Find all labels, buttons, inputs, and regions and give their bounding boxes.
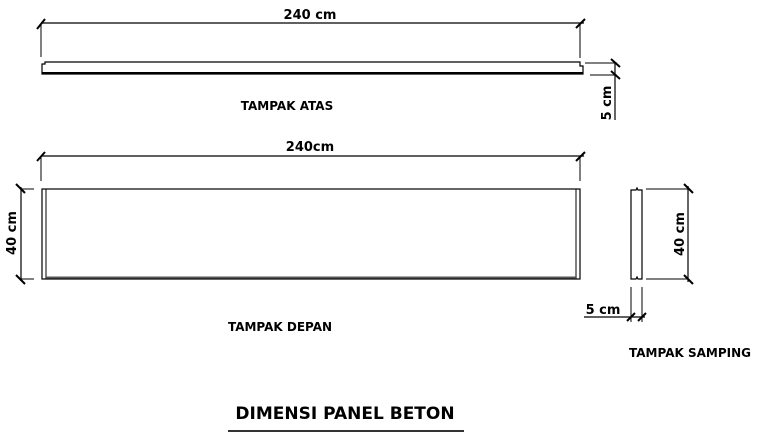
top-tick-left-icon [36, 18, 46, 30]
top-view [36, 18, 621, 120]
side-height-tick-lower-icon [683, 274, 694, 285]
side-panel-outline [630, 186, 643, 280]
top-length-label: 240 cm [284, 8, 337, 23]
front-panel-outline [41, 188, 581, 280]
side-height-tick-upper-icon [683, 183, 694, 194]
front-view-label: TAMPAK DEPAN [228, 320, 332, 334]
front-length-label: 240cm [286, 140, 334, 155]
front-height-tick-lower-icon [15, 274, 26, 285]
drawing-title: DIMENSI PANEL BETON [235, 404, 454, 424]
top-view-label: TAMPAK ATAS [241, 99, 333, 113]
side-thickness-label: 5 cm [586, 303, 621, 318]
side-view [584, 183, 694, 322]
side-thickness-tick-left-icon [626, 312, 636, 322]
top-thickness-tick-upper-icon [610, 58, 621, 68]
top-thickness-label: 5 cm [600, 86, 615, 121]
front-view [15, 151, 586, 285]
top-tick-right-icon [575, 18, 586, 29]
top-thickness-tick-lower-icon [610, 70, 621, 80]
side-view-label: TAMPAK SAMPING [629, 346, 751, 360]
side-height-label: 40 cm [673, 212, 688, 256]
side-thickness-tick-right-icon [637, 312, 647, 322]
front-tick-left-icon [36, 151, 46, 162]
front-tick-right-icon [575, 151, 586, 162]
front-height-tick-upper-icon [15, 183, 26, 194]
front-height-label: 40 cm [5, 211, 20, 255]
